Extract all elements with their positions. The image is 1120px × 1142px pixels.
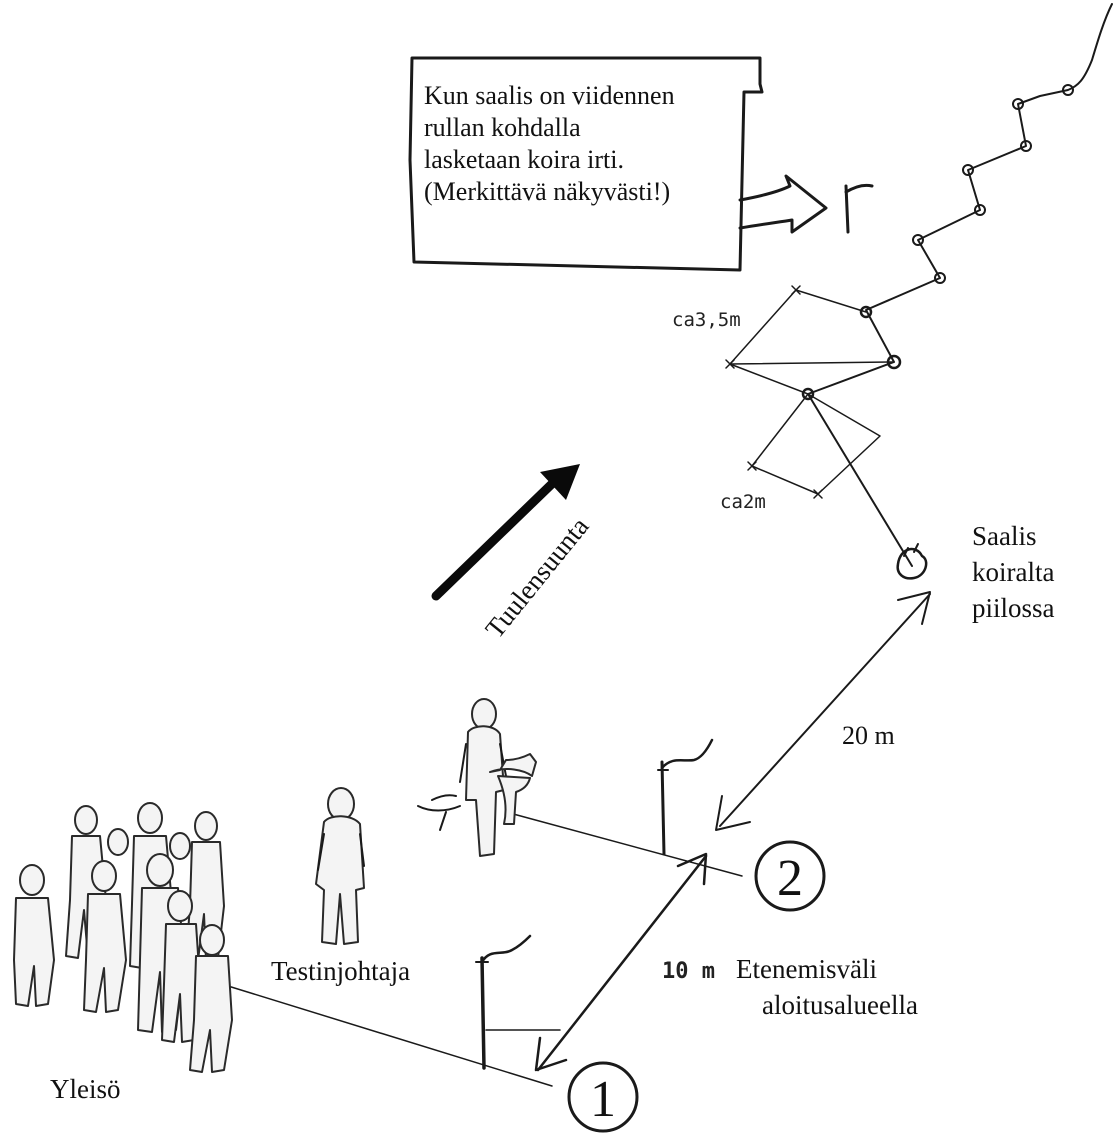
roller-icon — [934, 272, 946, 284]
audience-label: Yleisö — [50, 1074, 121, 1104]
release-instruction-callout: Kun saalis on viidennen rullan kohdalla … — [408, 56, 828, 272]
roller-icon — [1012, 98, 1024, 110]
lower-spacing-label: ca2m — [720, 491, 766, 513]
marker-2-number: 2 — [777, 850, 803, 907]
marker-2: 2 — [754, 840, 826, 912]
test-leader-label: Testinjohtaja — [271, 956, 410, 986]
roller-icon — [1062, 84, 1074, 96]
roller-icon — [1020, 140, 1032, 152]
upper-spacing-label: ca3,5m — [672, 309, 741, 331]
roller-icon — [974, 204, 986, 216]
prey-distance-arrow — [715, 591, 931, 831]
test-leader-icon — [315, 787, 365, 945]
roller-icon — [912, 234, 924, 246]
start-flag-2-icon — [657, 738, 714, 856]
roller-icon — [962, 164, 974, 176]
wind-direction-arrow — [431, 464, 580, 601]
start-area-label-2: aloitusalueella — [762, 990, 918, 1020]
callout-line-4: (Merkittävä näkyvästi!) — [424, 177, 670, 206]
start-distance-arrow — [534, 852, 708, 1072]
prey-label-2: koiralta — [972, 557, 1054, 587]
prey-label-1: Saalis — [972, 521, 1037, 551]
callout-line-3: lasketaan koira irti. — [424, 145, 624, 174]
start-flag-1-icon — [475, 934, 532, 1070]
callout-line-1: Kun saalis on viidennen — [424, 81, 675, 110]
roller-icon — [801, 387, 815, 401]
start-area-label-1: Etenemisväli — [736, 954, 877, 984]
start-area-lines — [227, 811, 743, 1087]
roller-icon — [859, 305, 873, 319]
audience-group-icon — [13, 802, 233, 1073]
release-flag-icon — [844, 183, 874, 234]
start-distance-label: 10 m — [662, 959, 715, 984]
marker-1: 1 — [567, 1061, 639, 1133]
prey-icon — [896, 543, 928, 580]
spacing-guides: ca3,5m ca2m — [672, 285, 895, 513]
callout-line-2: rullan kohdalla — [424, 113, 581, 142]
drag-line — [801, 3, 1113, 567]
prey-label-3: piilossa — [972, 593, 1055, 623]
marker-1-number: 1 — [590, 1071, 616, 1128]
prey-distance-label: 20 m — [842, 721, 895, 750]
handler-with-dog-icon — [417, 698, 537, 857]
